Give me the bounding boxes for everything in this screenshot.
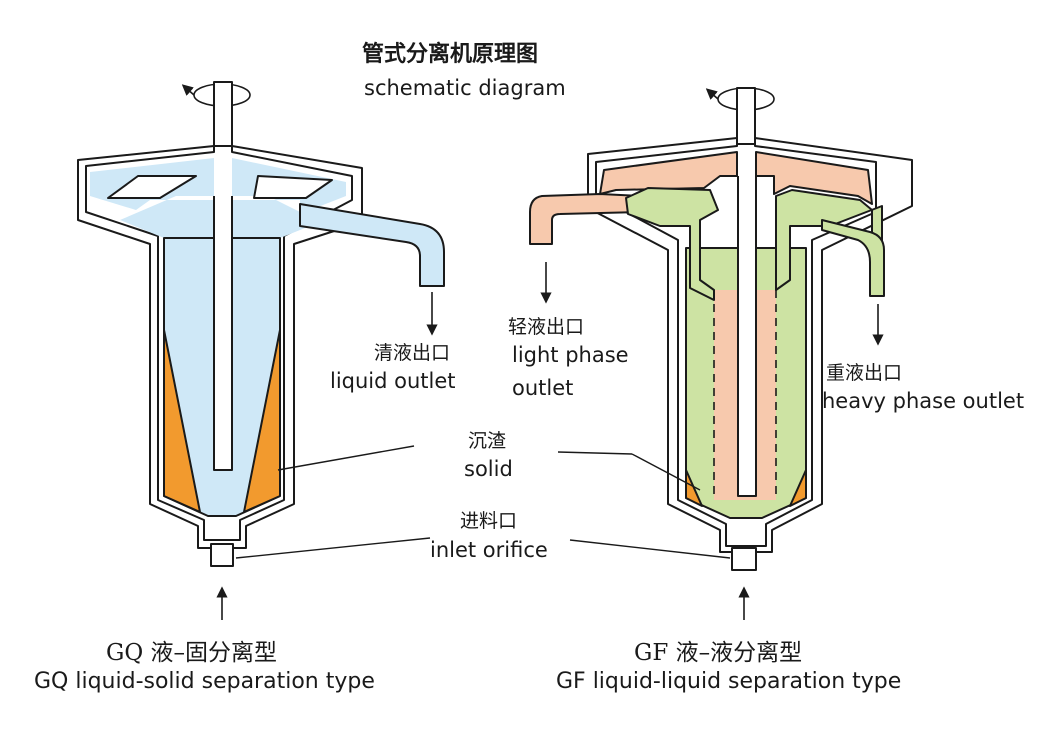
feed-tube — [213, 196, 233, 471]
bowl-body — [77, 145, 363, 549]
solid-label-en: solid — [464, 457, 513, 481]
gq-separator — [77, 81, 445, 567]
light-phase-outlet-label-en: light phase — [512, 343, 629, 367]
drive-shaft — [213, 81, 233, 147]
gq-type-label-en: GQ liquid-solid separation type — [34, 669, 375, 694]
liquid-outlet-label-cn: 清液出口 — [374, 342, 451, 364]
gq-type-label-cn: GQ 液–固分离型 — [106, 640, 278, 666]
solid-label-cn: 沉渣 — [468, 430, 507, 452]
solid-leader-right — [557, 451, 633, 455]
left-baffle — [107, 175, 197, 199]
solid-deposit-right — [243, 329, 281, 513]
bowl-body — [587, 137, 913, 553]
solid-deposit-left — [163, 329, 201, 513]
leader-lines — [235, 445, 731, 559]
gf-arrows — [540, 262, 884, 620]
solid-deposit-left — [685, 469, 703, 507]
gf-type-label-en: GF liquid-liquid separation type — [556, 669, 902, 694]
feed-tube — [737, 176, 757, 497]
inlet-nozzle — [210, 543, 234, 567]
drive-shaft — [736, 87, 756, 145]
liquid-outlet-pipe — [299, 203, 445, 287]
heavy-phase-outlet-label-en: heavy phase outlet — [822, 389, 1025, 413]
light-phase-outlet-label-en-2: outlet — [512, 376, 574, 400]
heavy-phase-outlet-pipe — [821, 219, 885, 297]
diagram-title-en: schematic diagram — [364, 76, 566, 100]
solid-leader-left — [277, 445, 415, 471]
gq-arrows — [216, 292, 438, 620]
inlet-leader-right — [569, 539, 731, 559]
heavy-phase-outlet-label-cn: 重液出口 — [826, 362, 903, 384]
inlet-label-cn: 进料口 — [460, 510, 518, 532]
right-light-cover — [755, 151, 873, 205]
solid-deposit-right — [789, 469, 807, 507]
light-phase-outlet-label-cn: 轻液出口 — [508, 316, 585, 338]
liquid-outlet-label-en: liquid outlet — [330, 369, 456, 393]
left-green-baffle — [625, 187, 719, 301]
right-baffle — [253, 175, 333, 199]
gf-type-label-cn: GF 液–液分离型 — [634, 640, 803, 666]
diagram-title-cn: 管式分离机原理图 — [362, 42, 539, 67]
gf-separator — [529, 87, 913, 571]
inlet-label-en: inlet orifice — [430, 538, 548, 562]
inlet-nozzle — [731, 547, 757, 571]
inlet-leader-left — [235, 537, 431, 559]
light-phase-outlet-pipe — [529, 193, 641, 245]
